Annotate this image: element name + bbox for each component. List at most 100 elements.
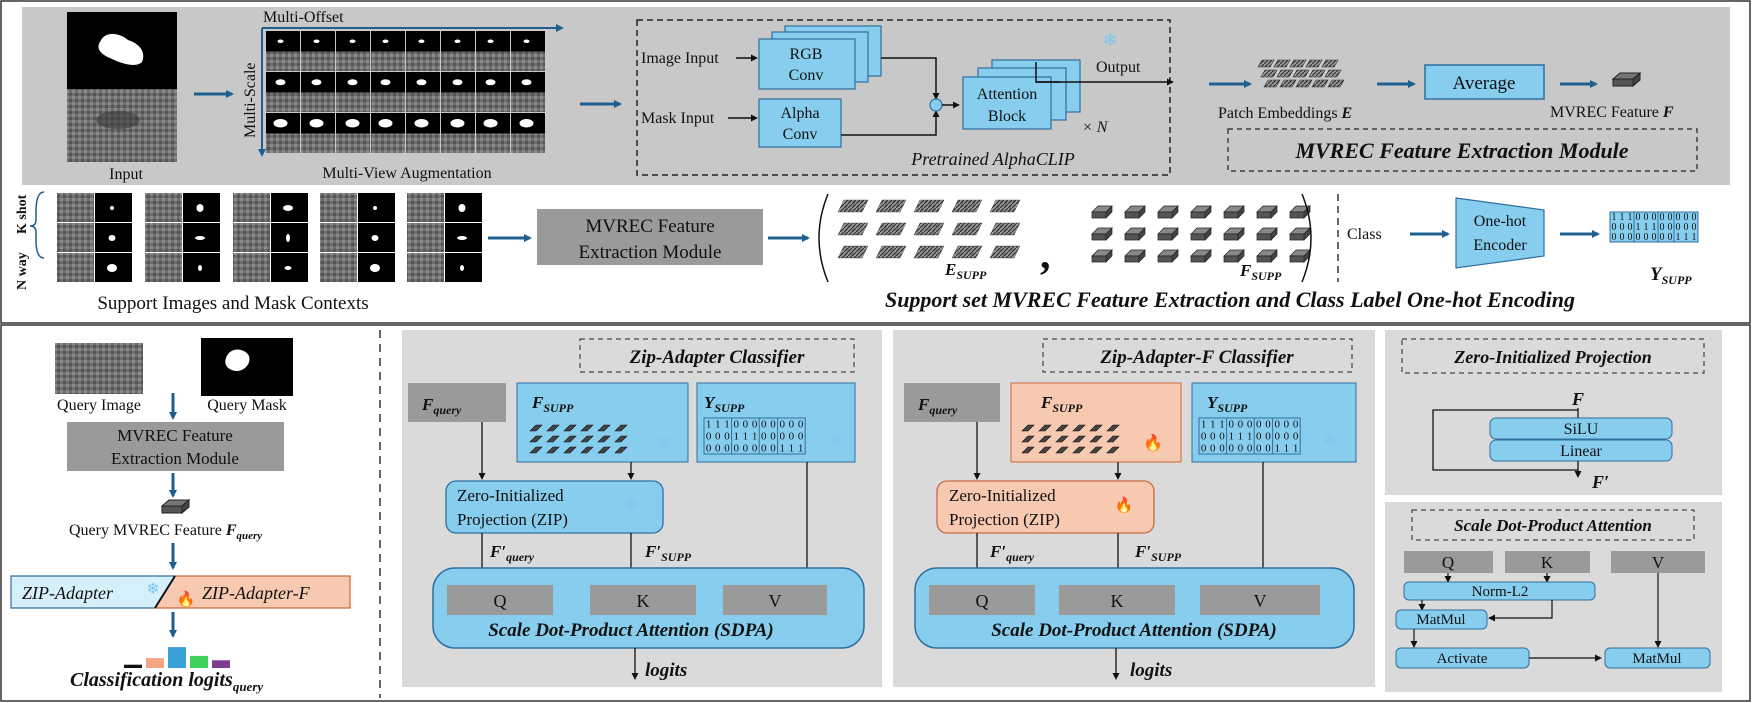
patch-cell	[1260, 69, 1278, 78]
k-shot-label: K shot	[15, 194, 30, 234]
patch-cell	[1263, 79, 1281, 88]
f-supp-cube	[1091, 249, 1113, 263]
patch-cell	[1311, 79, 1329, 88]
f-supp-cube	[1124, 249, 1146, 263]
query-module-line2: Extraction Module	[111, 449, 239, 468]
svg-text:logits: logits	[1130, 660, 1172, 681]
frozen-icon-zip-ysupp: ❄	[829, 431, 843, 451]
frozen-icon-query: ❄	[146, 579, 159, 598]
supp-icon	[1089, 435, 1103, 443]
supp-icon	[597, 446, 611, 454]
svg-text:F′SUPP: F′SUPP	[1134, 542, 1182, 564]
matrix-digit: 0	[1219, 443, 1225, 455]
onehot-label-2: Encoder	[1473, 237, 1527, 254]
f-supp-cube	[1289, 205, 1311, 219]
f-supp-cube	[1091, 205, 1113, 219]
aug-cell	[371, 31, 405, 71]
patch-cell	[1321, 59, 1339, 68]
matrix-digit: 0	[1684, 212, 1689, 223]
matrix-digit: 0	[752, 443, 758, 455]
svg-text:Q: Q	[976, 591, 989, 611]
e-supp-cell	[837, 245, 869, 259]
svg-text:Q: Q	[494, 591, 507, 611]
sdpa-detail: Scale Dot-Product Attention Q K V Norm-L…	[1385, 502, 1722, 692]
fire-icon-zipf-fsupp: 🔥	[1143, 433, 1163, 452]
svg-text:K: K	[637, 591, 650, 611]
matrix-digit: 1	[1247, 431, 1253, 443]
matrix-digit: 0	[724, 443, 730, 455]
svg-text:YSUPP: YSUPP	[704, 393, 745, 415]
support-cell	[358, 223, 395, 252]
svg-text:Fquery: Fquery	[917, 395, 958, 417]
patch-cell	[1276, 69, 1294, 78]
matrix-digit: 0	[789, 419, 795, 431]
svg-text:MatMul: MatMul	[1416, 612, 1465, 628]
matrix-digit: 0	[1293, 419, 1299, 431]
aug-cell	[476, 31, 510, 71]
matrix-digit: 0	[1284, 431, 1290, 443]
output-label: Output	[1096, 59, 1141, 76]
supp-icon	[1038, 435, 1052, 443]
svg-text:V: V	[769, 591, 782, 611]
supp-icon	[614, 446, 628, 454]
matrix-digit: 0	[1652, 232, 1657, 243]
e-supp-cell	[989, 222, 1021, 236]
matrix-digit: 1	[1628, 212, 1633, 223]
supp-icon	[1055, 446, 1069, 454]
multi-view-label: Multi-View Augmentation	[322, 165, 491, 182]
matrix-digit: 0	[1628, 232, 1633, 243]
supp-icon	[597, 424, 611, 432]
patch-cell	[1273, 59, 1291, 68]
support-cell	[145, 193, 182, 222]
patch-cell	[1327, 79, 1345, 88]
support-images-grid	[57, 193, 482, 282]
svg-text:F′query: F′query	[489, 542, 535, 564]
support-cell	[183, 193, 220, 222]
matrix-digit: 1	[1652, 222, 1657, 233]
matrix-digit: 1	[706, 419, 712, 431]
support-cell	[57, 253, 94, 282]
patch-embeddings-label: Patch Embeddings E	[1218, 105, 1352, 122]
logit-bar	[212, 660, 230, 668]
aug-cell	[301, 113, 335, 153]
f-supp-cube	[1124, 227, 1146, 241]
matrix-digit: 1	[715, 419, 721, 431]
paren-left	[818, 193, 829, 283]
matrix-digit: 0	[1247, 419, 1253, 431]
support-cell	[233, 253, 270, 282]
rgb-conv-label-1: RGB	[790, 46, 823, 63]
fire-icon-zipf-proj: 🔥	[1115, 496, 1134, 514]
matrix-digit: 0	[1274, 431, 1280, 443]
support-cell	[95, 253, 132, 282]
matrix-digit: 0	[1247, 443, 1253, 455]
f-supp-cube	[1190, 227, 1212, 241]
zip-adapter-classifier: Zip-Adapter Classifier Fquery FSUPP ❄ YS…	[402, 330, 882, 687]
zip-classifier-title: Zip-Adapter Classifier	[629, 347, 805, 368]
matrix-digit: 0	[1644, 232, 1649, 243]
support-cell	[95, 193, 132, 222]
aug-cell	[511, 72, 545, 112]
matrix-digit: 0	[1265, 431, 1271, 443]
matrix-digit: 0	[733, 419, 739, 431]
attention-label-1: Attention	[977, 86, 1037, 103]
aug-cell	[476, 72, 510, 112]
support-row: K shot N way Support Images and Mask Con…	[15, 191, 1699, 314]
query-image	[55, 343, 143, 394]
input-mask-blob	[98, 33, 144, 65]
classification-logits-label: Classification logitsquery	[70, 669, 263, 694]
matrix-digit: 0	[798, 431, 804, 443]
patch-cell	[1292, 69, 1310, 78]
svg-text:Scale Dot-Product Attention (S: Scale Dot-Product Attention (SDPA)	[488, 620, 774, 641]
matrix-digit: 0	[770, 443, 776, 455]
matrix-digit: 0	[761, 431, 767, 443]
matrix-digit: 0	[798, 419, 804, 431]
zipf-classifier-title-box	[1042, 338, 1353, 373]
matrix-digit: 0	[779, 419, 785, 431]
patch-cell	[1279, 79, 1297, 88]
matrix-digit: 0	[1265, 419, 1271, 431]
y-supp-label: YSUPP	[1650, 264, 1692, 287]
svg-text:Zero-Initialized: Zero-Initialized	[457, 486, 564, 505]
